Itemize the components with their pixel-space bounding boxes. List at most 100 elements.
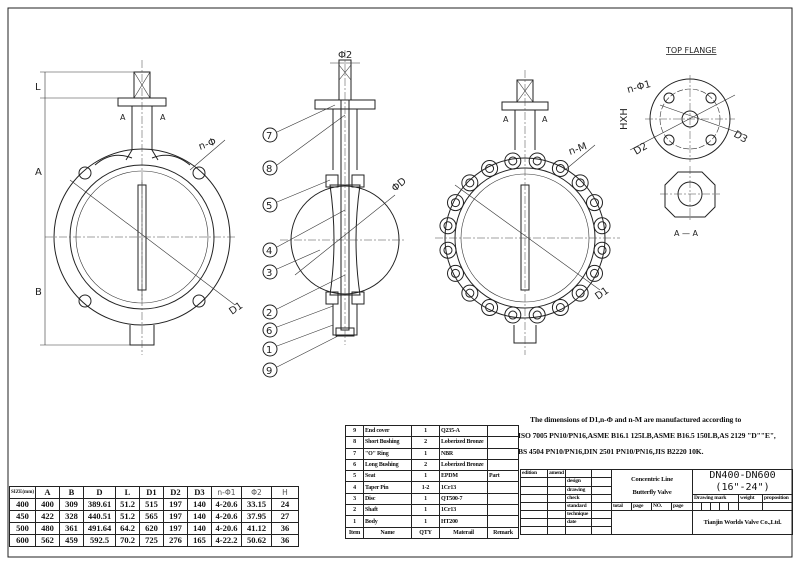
callout-1: 1 xyxy=(266,345,272,356)
top-flange-title: TOP FLANGE xyxy=(665,46,717,55)
size-cell: 422 xyxy=(35,510,60,523)
size-cell: 51.2 xyxy=(115,498,140,511)
part-cell: 5 xyxy=(345,470,364,483)
header-cell: B xyxy=(59,486,84,499)
drawing-frame xyxy=(7,7,793,558)
size-cell: 197 xyxy=(163,510,188,523)
size-cell: 41.12 xyxy=(241,522,272,535)
dim-label-A: A xyxy=(35,167,42,178)
header-cell: n-Φ1 xyxy=(211,486,242,499)
callout-2: 2 xyxy=(266,308,272,319)
part-cell xyxy=(487,424,519,438)
bolt-hole xyxy=(443,245,453,255)
lug-view: n-M D1 A A xyxy=(435,70,620,355)
part-cell: 1 xyxy=(411,447,440,460)
part-cell: 8 xyxy=(345,436,364,449)
bolt-hole xyxy=(597,221,607,231)
part-cell: HT200 xyxy=(439,515,488,528)
lug-boss xyxy=(593,241,611,259)
title-block: edition amend Concentric Line Butterfly … xyxy=(520,468,794,535)
size-cell: 309 xyxy=(59,498,84,511)
section-mark: A xyxy=(503,115,509,124)
table-header-row: SIZE(mm) A B D L D1 D2 D3 n-Φ1 Φ2 H xyxy=(9,486,299,499)
part-cell xyxy=(487,481,519,494)
bolt-hole xyxy=(485,164,495,174)
size-cell: 36 xyxy=(271,522,299,535)
weight-label: weight xyxy=(738,494,764,503)
no-label: NO. xyxy=(651,502,672,511)
size-cell: 620 xyxy=(139,522,164,535)
part-cell: 1Cr13 xyxy=(439,504,488,517)
size-cell: 37.95 xyxy=(241,510,272,523)
role-design: design xyxy=(565,477,592,487)
size-cell: 36 xyxy=(271,534,299,547)
part-cell: Part xyxy=(487,470,519,483)
parts-header-cell: Materail xyxy=(439,526,488,539)
page-label: page xyxy=(670,502,694,511)
role-standard: standard xyxy=(565,502,592,511)
lug-boss xyxy=(551,298,569,316)
hole-label-nM: n-M xyxy=(567,141,588,158)
lug-boss xyxy=(504,306,522,324)
part-cell: 1 xyxy=(411,515,440,528)
dim-label-D2: D2 xyxy=(632,141,650,158)
parts-header-cell: Name xyxy=(363,526,412,539)
role-drawing: drawing xyxy=(565,485,592,496)
part-cell: 7 xyxy=(345,447,364,460)
note-line: ISO 7005 PN10/PN16,ASME B16.1 125LB,ASME… xyxy=(518,431,776,440)
size-cell: 4-20.6 xyxy=(211,510,242,523)
bolt-hole xyxy=(589,198,599,208)
note-line: The dimensions of D1,n-Φ and n-M are man… xyxy=(530,415,742,424)
role-technique: technique xyxy=(565,510,592,519)
parts-header-cell: Item xyxy=(345,526,364,539)
section-label-AA: A — A xyxy=(674,229,699,238)
size-cell: 24 xyxy=(271,498,299,511)
section-mark: A xyxy=(120,113,126,122)
callout-5: 5 xyxy=(266,201,272,212)
part-cell: 1-2 xyxy=(411,481,440,494)
lug-boss xyxy=(461,284,479,302)
amend-label: amend xyxy=(547,468,566,479)
drawing-mark-label: Drawing mark xyxy=(692,494,740,503)
size-cell: 459 xyxy=(59,534,84,547)
size-cell: 197 xyxy=(163,498,188,511)
size-cell: 165 xyxy=(187,534,212,547)
callout-8: 8 xyxy=(266,164,272,175)
part-cell: 1 xyxy=(411,504,440,517)
lug-boss xyxy=(528,152,546,170)
bolt-hole xyxy=(575,178,585,188)
size-cell: 64.2 xyxy=(115,522,140,535)
size-cell: 140 xyxy=(187,498,212,511)
bolt-hole xyxy=(485,302,495,312)
size-cell: 4-20.6 xyxy=(211,498,242,511)
edition-label: edition xyxy=(520,468,548,479)
parts-header-cell: Remark xyxy=(487,526,519,539)
dim-label-D1: D1 xyxy=(593,285,611,302)
callout-7: 7 xyxy=(266,131,272,142)
part-cell: "O" Ring xyxy=(363,447,412,460)
size-cell: 51.2 xyxy=(115,510,140,523)
front-view: L A B n-Φ D1 A A xyxy=(35,60,245,355)
size-cell: 400 xyxy=(9,498,36,511)
part-cell: 2 xyxy=(345,504,364,517)
header-cell: D3 xyxy=(187,486,212,499)
part-cell: NBR xyxy=(439,447,488,460)
model-range: DN400-DN600 xyxy=(709,470,776,481)
part-cell: 3 xyxy=(345,492,364,506)
lug-boss xyxy=(439,241,457,259)
size-cell: 592.5 xyxy=(83,534,116,547)
lug-holes xyxy=(439,152,611,324)
section-mark: A xyxy=(542,115,548,124)
square-label-HXH: HXH xyxy=(619,108,630,130)
lug-boss xyxy=(571,174,589,192)
bolt-hole xyxy=(465,288,475,298)
role-date: date xyxy=(565,518,592,527)
size-cell: 600 xyxy=(9,534,36,547)
size-cell: 33.15 xyxy=(241,498,272,511)
part-cell: 1 xyxy=(411,470,440,483)
callout-4: 4 xyxy=(266,246,272,257)
